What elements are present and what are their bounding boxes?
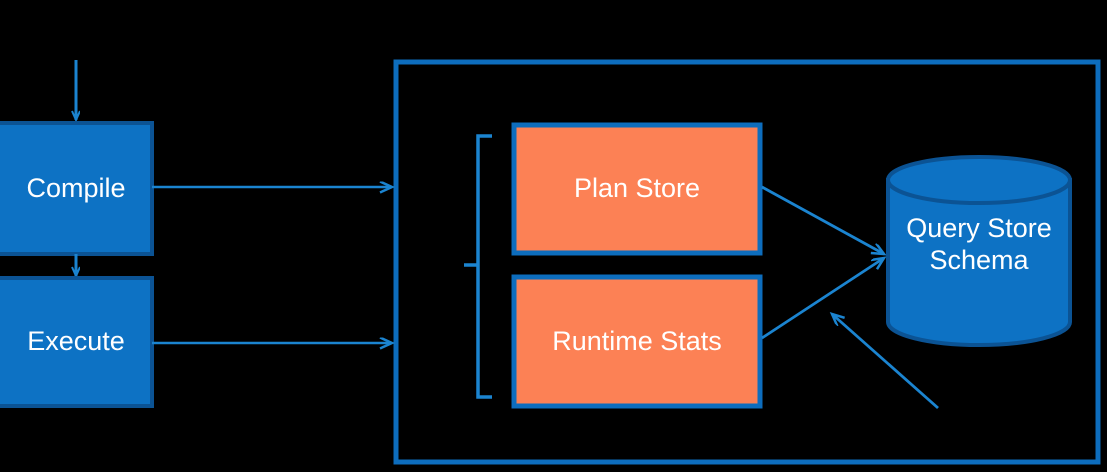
execute-node — [0, 276, 154, 408]
plan-store-node — [511, 122, 763, 256]
runtime-stats-node — [511, 274, 763, 409]
plan-store-to-schema-arrow — [761, 185, 884, 254]
external-to-schema-arrow — [832, 314, 939, 410]
compile-node — [0, 121, 154, 256]
grouping-bracket — [464, 134, 492, 399]
query-store-schema-cylinder — [886, 155, 1072, 347]
runtime-stats-to-schema-arrow — [761, 258, 884, 340]
query-store-container — [393, 59, 1101, 465]
